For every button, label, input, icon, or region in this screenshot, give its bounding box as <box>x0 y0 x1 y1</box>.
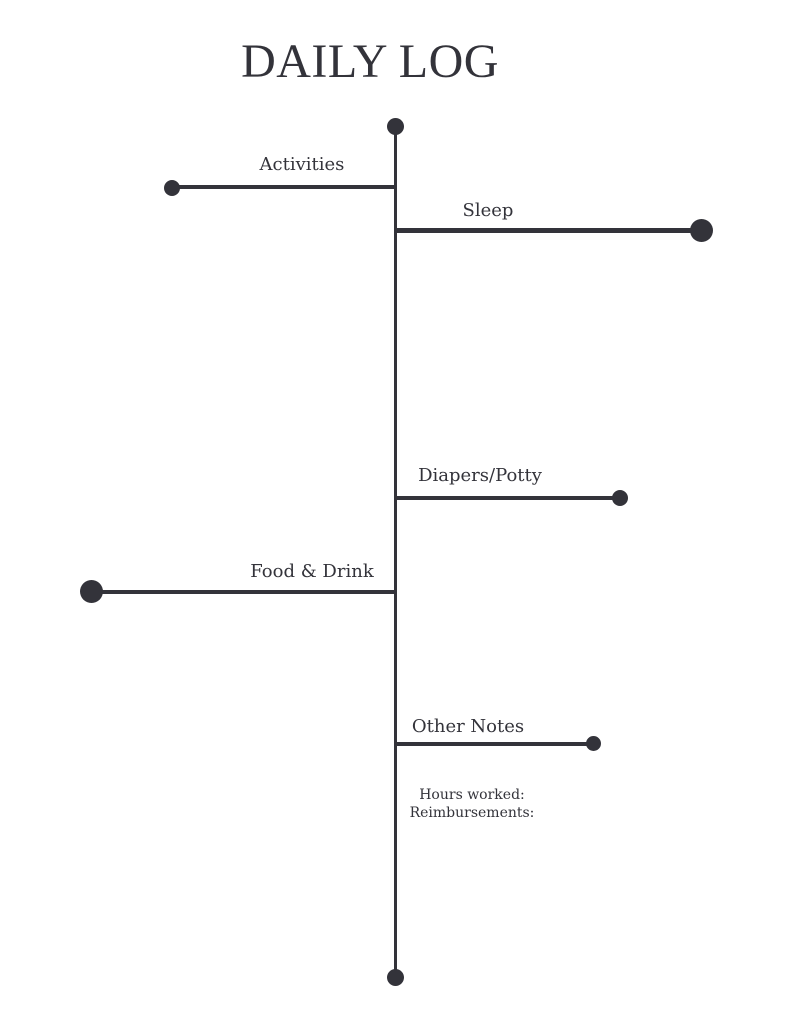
sleep-branch-line <box>396 228 702 233</box>
reimbursements-label: Reimbursements: <box>409 805 535 821</box>
timeline-start-dot <box>387 118 404 135</box>
notes-block: Hours worked: Reimbursements: <box>372 786 572 822</box>
diapers-potty-label: Diapers/Potty <box>418 465 542 486</box>
food-drink-branch-line <box>91 590 396 594</box>
timeline-spine <box>394 126 397 978</box>
activities-branch-line <box>172 185 396 189</box>
food-drink-endpoint-dot <box>80 580 103 603</box>
hours-worked-label: Hours worked: <box>419 787 525 803</box>
other-notes-endpoint-dot <box>586 736 601 751</box>
diapers-potty-endpoint-dot <box>612 490 628 506</box>
other-notes-branch-line <box>396 742 595 746</box>
sleep-endpoint-dot <box>690 219 713 242</box>
activities-endpoint-dot <box>164 180 180 196</box>
sleep-label: Sleep <box>462 200 514 221</box>
diapers-potty-branch-line <box>396 496 621 500</box>
timeline-end-dot <box>387 969 404 986</box>
activities-label: Activities <box>259 154 345 175</box>
food-drink-label: Food & Drink <box>250 561 374 582</box>
other-notes-label: Other Notes <box>411 716 525 737</box>
page-title: DAILY LOG <box>241 35 499 88</box>
